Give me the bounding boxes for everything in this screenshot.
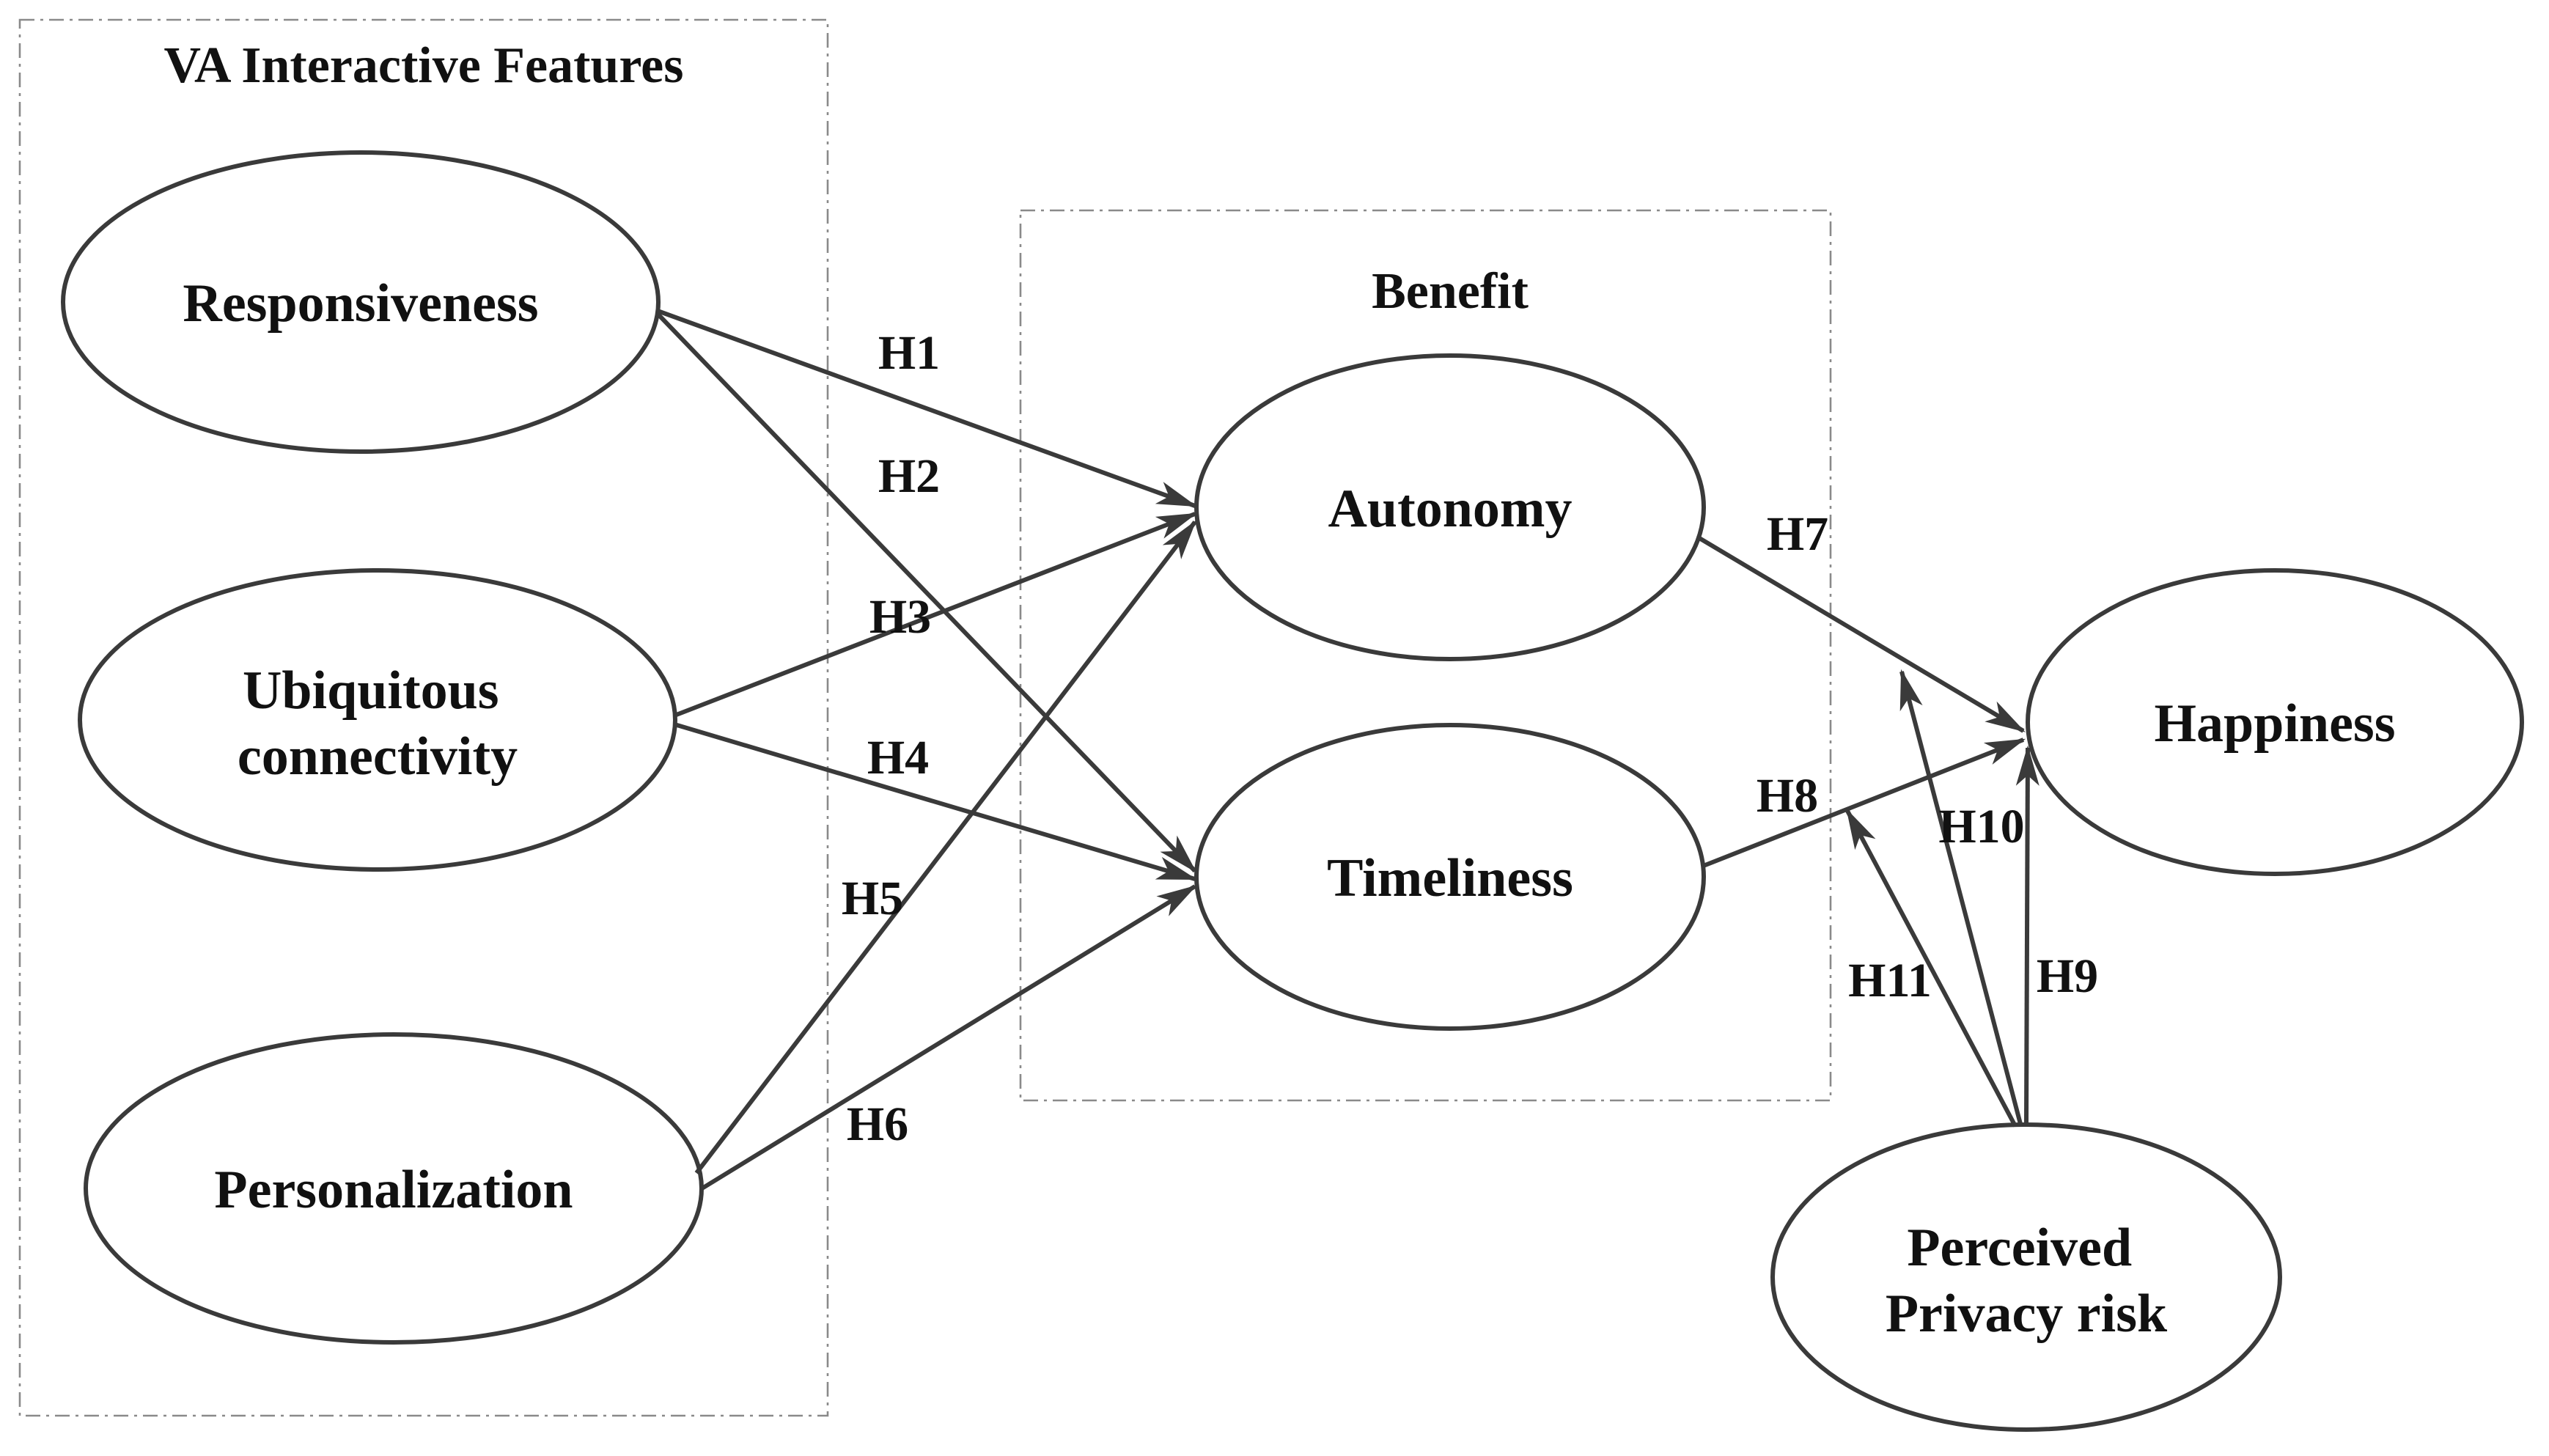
perceived-privacy-risk-label-line2: Privacy risk <box>1886 1284 2168 1344</box>
arrow-h9: H9 <box>2015 745 2098 1124</box>
arrow-h7-line <box>1698 536 2026 733</box>
hypothesis-label-h9: H9 <box>2037 949 2098 1003</box>
hypothesis-label-h5: H5 <box>842 872 903 925</box>
arrow-h6-line <box>699 884 1197 1191</box>
personalization-ellipse <box>84 1032 704 1345</box>
node-personalization: Personalization <box>84 1032 704 1345</box>
personalization-label: Personalization <box>214 1160 573 1220</box>
node-autonomy: Autonomy <box>1194 353 1706 661</box>
arrow-h7: H7 <box>1698 507 2026 733</box>
ubiquitous-connectivity-ellipse <box>78 568 677 872</box>
hypothesis-label-h2: H2 <box>878 449 940 503</box>
arrow-h8-line <box>1700 738 2026 869</box>
arrow-h9-line <box>2015 745 2039 1124</box>
hypothesis-label-h4: H4 <box>867 731 929 784</box>
arrow-h8: H8 <box>1700 738 2026 869</box>
node-timeliness: Timeliness <box>1194 723 1706 1031</box>
node-happiness: Happiness <box>2026 568 2524 876</box>
node-perceived-privacy-risk: Perceived Privacy risk <box>1770 1122 2282 1432</box>
hypothesis-label-h3: H3 <box>869 590 931 644</box>
happiness-ellipse <box>2026 568 2524 876</box>
perceived-privacy-risk-ellipse <box>1770 1122 2282 1432</box>
arrow-h3-line <box>673 512 1198 718</box>
arrow-h1-line <box>656 309 1198 508</box>
benefit-group-box <box>1019 209 1832 1102</box>
hypothesis-label-h1: H1 <box>878 326 940 380</box>
perceived-privacy-risk-label-line1: Perceived <box>1907 1218 2132 1278</box>
hypothesis-label-h7: H7 <box>1767 507 1828 561</box>
arrow-h4: H4 <box>674 722 1198 881</box>
va-features-group-title: VA Interactive Features <box>164 37 684 94</box>
hypothesis-label-h6: H6 <box>847 1097 908 1151</box>
benefit-group-title: Benefit <box>1372 263 1529 320</box>
hypothesis-label-h11: H11 <box>1848 954 1932 1007</box>
ubiquitous-connectivity-label: Ubiquitous connectivity <box>238 661 518 787</box>
arrow-h2-line <box>655 312 1197 873</box>
arrow-h11-line <box>1845 808 2018 1128</box>
ubiquitous-connectivity-label-line1: Ubiquitous <box>243 661 499 721</box>
autonomy-ellipse <box>1194 353 1706 661</box>
timeliness-label: Timeliness <box>1327 848 1573 908</box>
happiness-label: Happiness <box>2154 694 2395 754</box>
arrow-h1: H1 <box>656 309 1198 508</box>
perceived-privacy-risk-label: Perceived Privacy risk <box>1886 1218 2168 1344</box>
hypothesis-label-h8: H8 <box>1757 769 1818 823</box>
node-responsiveness: Responsiveness <box>61 150 661 454</box>
ubiquitous-connectivity-label-line2: connectivity <box>238 727 518 787</box>
arrow-h3: H3 <box>673 512 1198 718</box>
arrow-h11: H11 <box>1845 808 2018 1128</box>
arrow-h5: H5 <box>694 520 1197 1174</box>
autonomy-label: Autonomy <box>1328 479 1572 539</box>
arrow-h5-line <box>694 520 1197 1174</box>
node-ubiquitous-connectivity: Ubiquitous connectivity <box>78 568 677 872</box>
hypothesis-label-h10: H10 <box>1938 800 2024 853</box>
va-features-group-box <box>18 18 829 1417</box>
responsiveness-ellipse <box>61 150 661 454</box>
arrow-h6: H6 <box>699 884 1197 1191</box>
arrow-h10: H10 <box>1899 669 2025 1125</box>
arrow-h2: H2 <box>655 312 1197 873</box>
responsiveness-label: Responsiveness <box>183 273 538 334</box>
timeliness-ellipse <box>1194 723 1706 1031</box>
arrow-h10-line <box>1899 669 2023 1125</box>
arrow-h4-line <box>674 722 1198 881</box>
